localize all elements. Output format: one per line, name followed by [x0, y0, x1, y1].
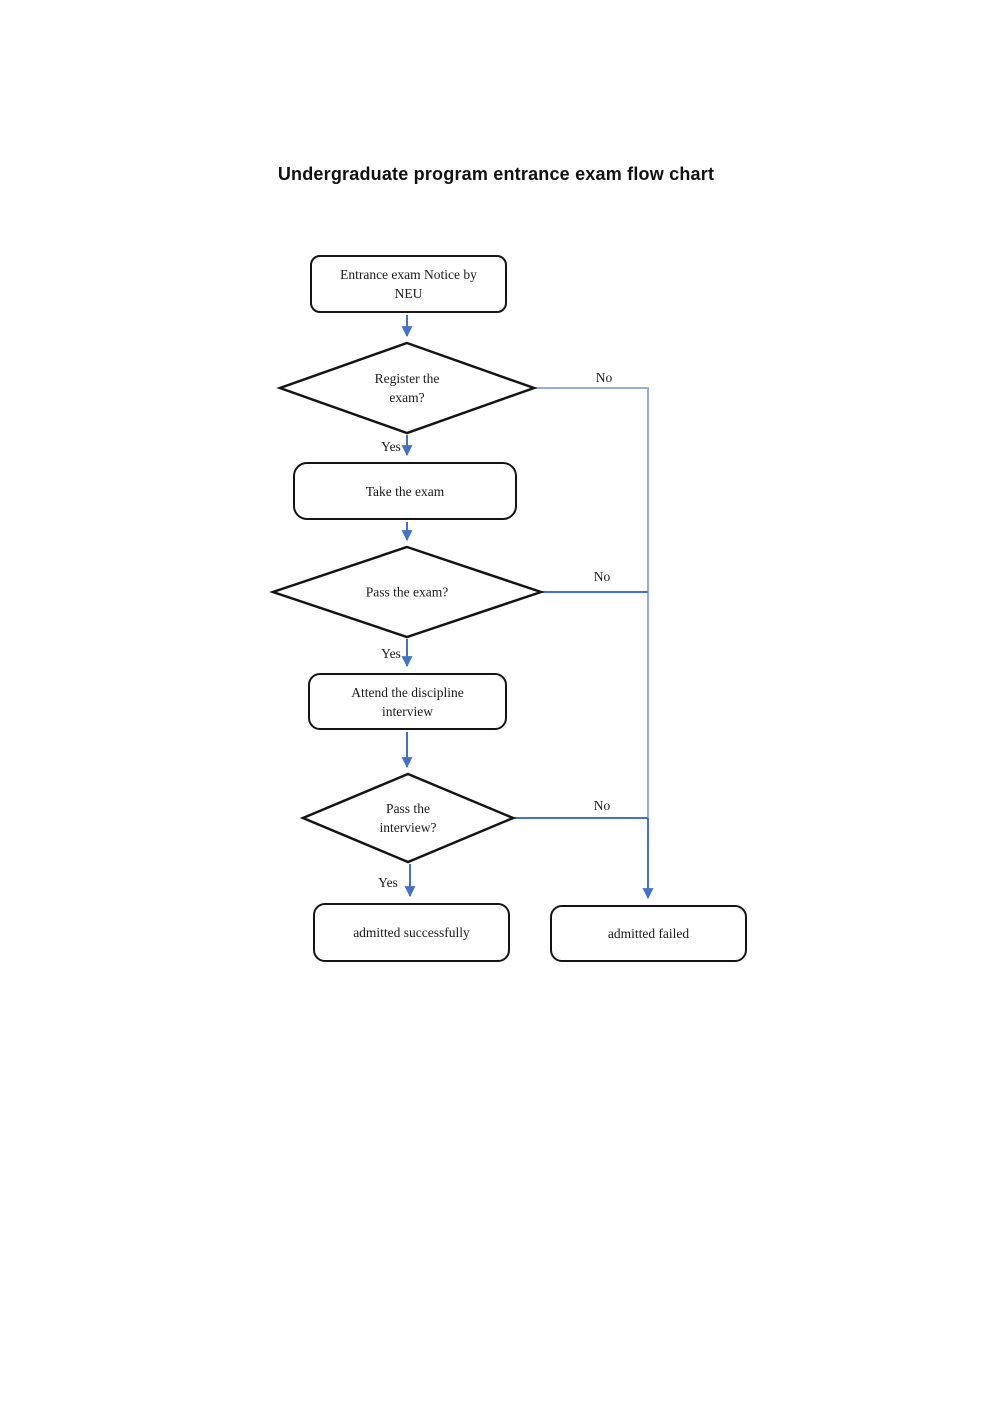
node-label: admitted failed [608, 924, 689, 943]
decision-label-pass-interview: Pass the interview? [380, 799, 437, 837]
node-take-exam: Take the exam [293, 462, 517, 520]
label-line: interview [382, 703, 433, 719]
no-branch-line-register [534, 387, 649, 818]
decision-pass-interview [299, 772, 517, 864]
node-admitted-failed: admitted failed [550, 905, 747, 962]
label-line: exam? [389, 390, 425, 405]
label-line: Take the exam [365, 483, 445, 499]
node-label: Attend the discipline interview [351, 683, 463, 721]
label-line: interview? [379, 820, 437, 835]
node-label: admitted successfully [353, 923, 470, 942]
node-entrance-notice: Entrance exam Notice by NEU [310, 255, 507, 313]
decision-label-pass-exam: Pass the exam? [366, 583, 448, 602]
node-label: Entrance exam Notice by NEU [340, 265, 477, 303]
decision-label-register: Register the exam? [375, 369, 440, 407]
label-line: Register the [374, 371, 440, 386]
label-line: NEU [394, 286, 423, 301]
label-line: admitted failed [607, 926, 690, 941]
decision-pass-exam [269, 545, 545, 639]
edge-label-yes-register: Yes [381, 439, 401, 454]
node-label: Take the exam [366, 482, 445, 501]
node-attend-interview: Attend the discipline interview [308, 673, 507, 730]
page-title: Undergraduate program entrance exam flow… [277, 164, 715, 184]
label-line: Pass the exam? [365, 584, 449, 600]
label-line: Entrance exam Notice by [340, 267, 477, 282]
decision-register-exam [276, 341, 538, 435]
edge-label-no-register: No [595, 370, 613, 385]
edge-label-no-pass-interview: No [593, 798, 611, 813]
label-line: admitted successfully [353, 925, 470, 940]
label-line: Attend the discipline [351, 684, 464, 700]
edge-label-yes-pass-interview: Yes [378, 875, 398, 890]
node-admitted-success: admitted successfully [313, 903, 510, 962]
label-line: Pass the [386, 801, 430, 816]
edge-label-no-pass-exam: No [593, 569, 611, 584]
edge-label-yes-pass-exam: Yes [381, 646, 401, 661]
